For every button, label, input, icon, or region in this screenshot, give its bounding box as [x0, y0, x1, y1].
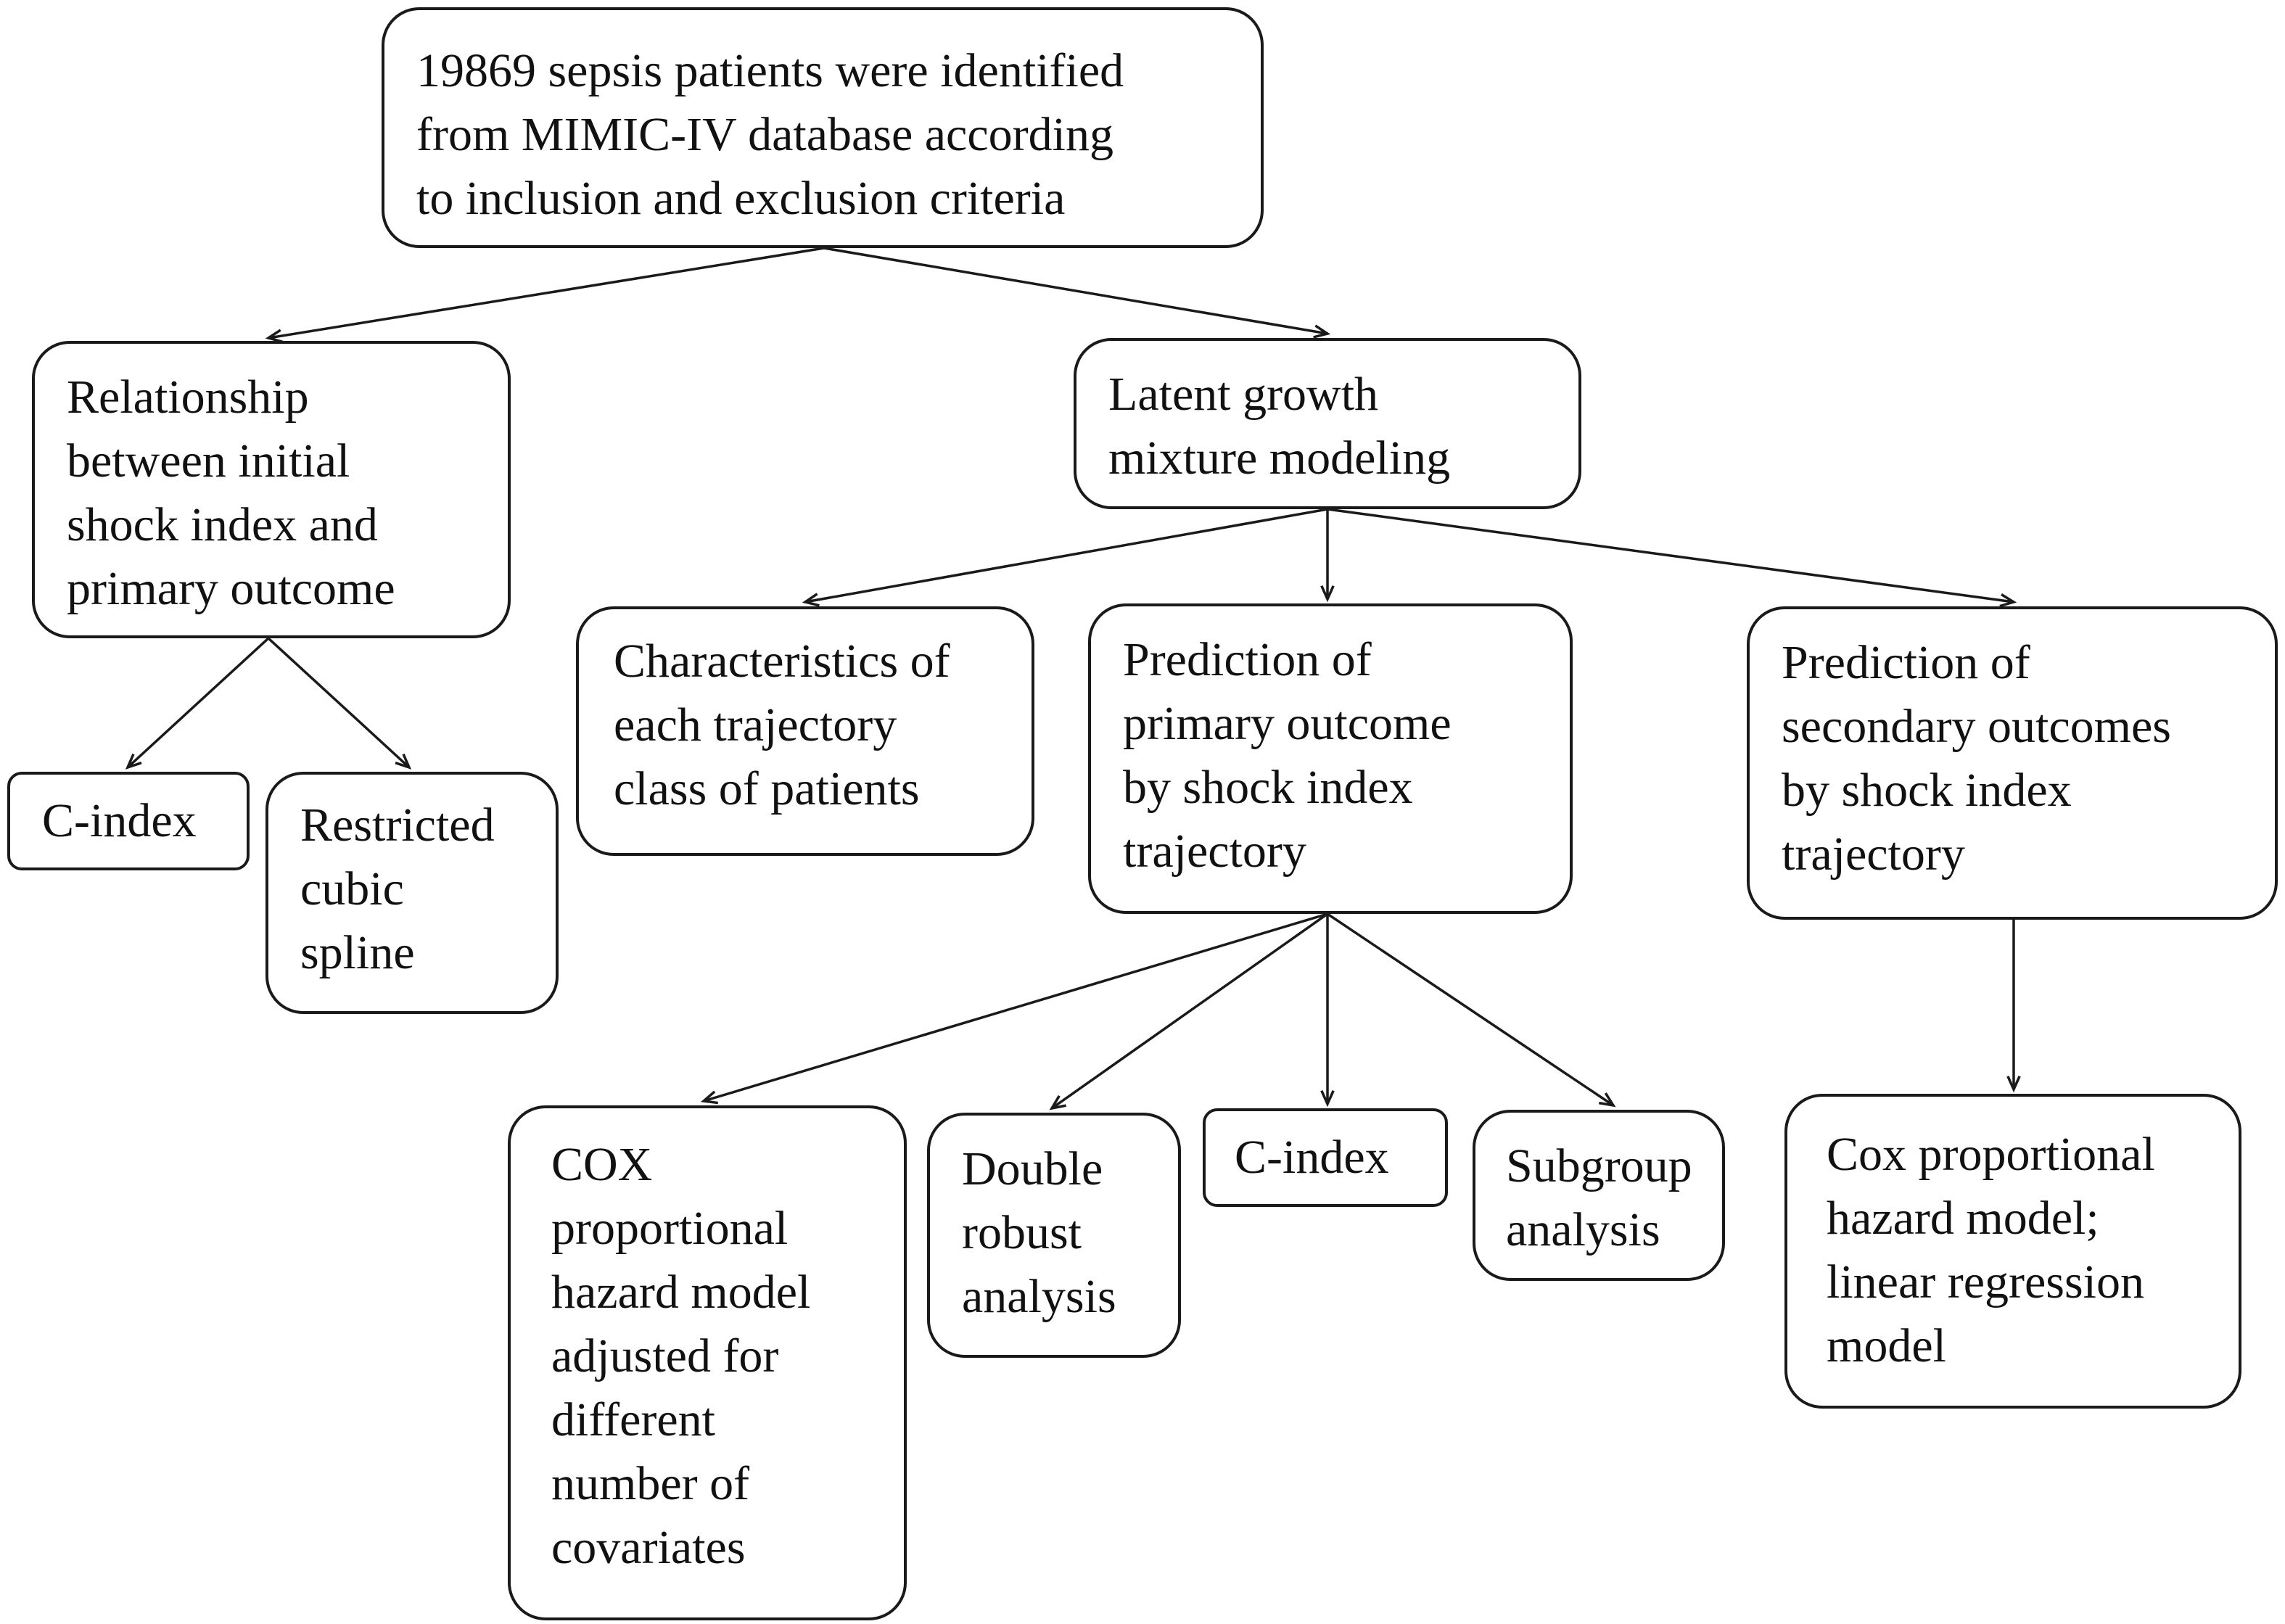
edge-root-to-lgmm	[823, 247, 1331, 339]
arrowhead	[1320, 1090, 1335, 1108]
edge-lgmm-to-prediction_primary	[1320, 509, 1335, 603]
arrowhead	[1320, 585, 1335, 603]
connector-line	[1327, 508, 2014, 603]
node-cox-linear-regression: Cox proportional hazard model; linear re…	[1784, 1094, 2241, 1409]
node-c-index-middle: C-index	[1203, 1108, 1448, 1207]
node-subgroup-analysis: Subgroup analysis	[1473, 1110, 1725, 1281]
connector-line	[1050, 912, 1329, 1110]
connector-line	[268, 247, 825, 339]
node-secondary-outcomes-prediction: Prediction of secondary outcomes by shoc…	[1747, 606, 2278, 920]
connector-line	[703, 912, 1328, 1102]
connector-line	[267, 637, 411, 769]
node-primary-outcome-prediction: Prediction of primary outcome by shock i…	[1088, 603, 1573, 914]
node-latent-growth-mixture-modeling: Latent growth mixture modeling	[1074, 338, 1581, 509]
node-c-index-left: C-index	[7, 772, 250, 870]
arrowhead	[802, 593, 820, 607]
node-sepsis-cohort: 19869 sepsis patients were identified fr…	[382, 7, 1264, 248]
edge-prediction_primary-to-subgroup	[1327, 912, 1616, 1108]
arrowhead	[1313, 324, 1331, 339]
node-trajectory-class-characteristics: Characteristics of each trajectory class…	[576, 606, 1034, 856]
connector-line	[804, 508, 1328, 603]
edge-prediction_primary-to-cox_adjusted	[700, 912, 1328, 1105]
connector-line	[823, 247, 1328, 335]
edge-relationship-to-c_index_left	[125, 637, 270, 770]
node-restricted-cubic-spline: Restricted cubic spline	[265, 772, 559, 1014]
edge-root-to-relationship	[265, 247, 825, 343]
arrowhead	[1598, 1092, 1616, 1108]
arrowhead	[265, 329, 283, 343]
node-double-robust-analysis: Double robust analysis	[927, 1113, 1181, 1358]
arrowhead	[395, 753, 412, 770]
edge-prediction_primary-to-c_index_mid	[1320, 914, 1335, 1108]
connector-line	[1327, 912, 1614, 1107]
edge-prediction_primary-to-double_robust	[1049, 912, 1329, 1110]
arrowhead	[1049, 1095, 1066, 1110]
edge-prediction_secondary-to-cox_linear	[2006, 920, 2021, 1093]
edge-lgmm-to-prediction_secondary	[1327, 508, 2017, 608]
arrowhead	[125, 753, 142, 770]
edge-lgmm-to-characteristics	[802, 508, 1328, 607]
arrowhead	[700, 1090, 719, 1105]
arrowhead	[1999, 593, 2017, 608]
arrowhead	[2006, 1076, 2021, 1093]
node-initial-shock-index-relationship: Relationship between initial shock index…	[32, 341, 511, 638]
node-cox-adjusted-covariates: COX proportional hazard model adjusted f…	[508, 1105, 907, 1620]
edge-relationship-to-rcs	[267, 637, 412, 770]
connector-line	[126, 637, 270, 769]
